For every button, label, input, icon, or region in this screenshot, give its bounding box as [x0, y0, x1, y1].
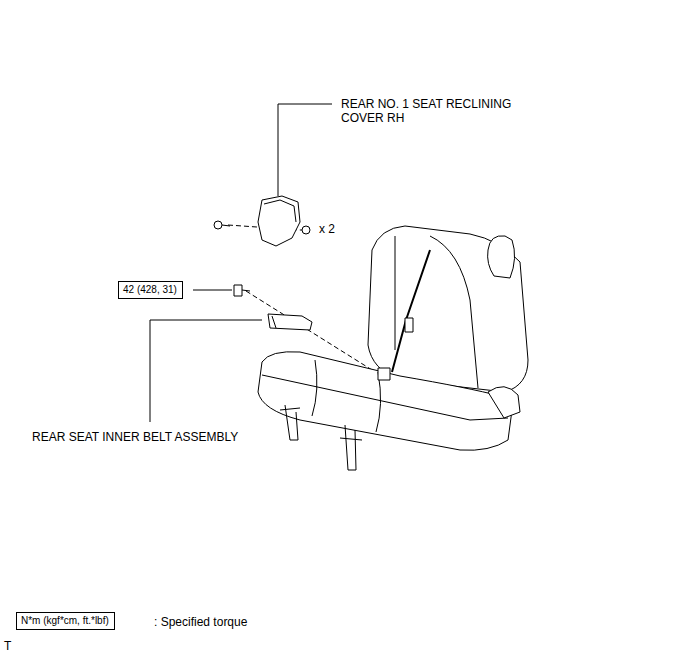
- clip: [300, 230, 302, 231]
- seat-leg: [345, 425, 356, 470]
- seat-belt: [392, 250, 430, 372]
- torque-value: 42 (428, 31): [123, 284, 177, 296]
- headrest: [488, 236, 515, 278]
- part-label: REAR SEAT INNER BELT ASSEMBLY: [32, 430, 238, 444]
- cushion-seam: [312, 360, 317, 416]
- part-label: x 2: [319, 222, 335, 236]
- clip: [302, 226, 310, 234]
- bolt: [234, 285, 242, 296]
- seat-cushion: [258, 352, 512, 451]
- part-label: REAR NO. 1 SEAT RECLINING COVER RH: [341, 97, 541, 125]
- seat-leg: [285, 405, 298, 440]
- torque-value: N*m (kgf*cm, ft.*lbf): [21, 615, 109, 627]
- leader-line: [278, 104, 332, 196]
- reclining-cover: [258, 196, 300, 246]
- torque-box: N*m (kgf*cm, ft.*lbf): [16, 612, 115, 630]
- bolt: [242, 290, 250, 291]
- reclining-cover: [264, 200, 296, 222]
- part-label: : Specified torque: [154, 615, 247, 629]
- recliner: [488, 387, 520, 418]
- belt-buckle: [268, 314, 312, 330]
- cushion-seam: [376, 372, 381, 432]
- torque-box: 42 (428, 31): [118, 281, 183, 299]
- cushion-seam: [262, 375, 508, 420]
- leader-line: [150, 320, 262, 422]
- belt-buckle: [272, 316, 276, 328]
- seat-back-seam: [395, 236, 396, 350]
- seat-bracket: [280, 408, 362, 440]
- belt-guide: [405, 318, 413, 332]
- screw: [222, 225, 230, 226]
- part-label: T: [4, 639, 11, 653]
- leader-line: [193, 290, 232, 291]
- screw: [214, 221, 222, 229]
- seat-back: [368, 226, 528, 392]
- seat-back-seam: [430, 236, 478, 388]
- buckle-slot: [378, 368, 390, 380]
